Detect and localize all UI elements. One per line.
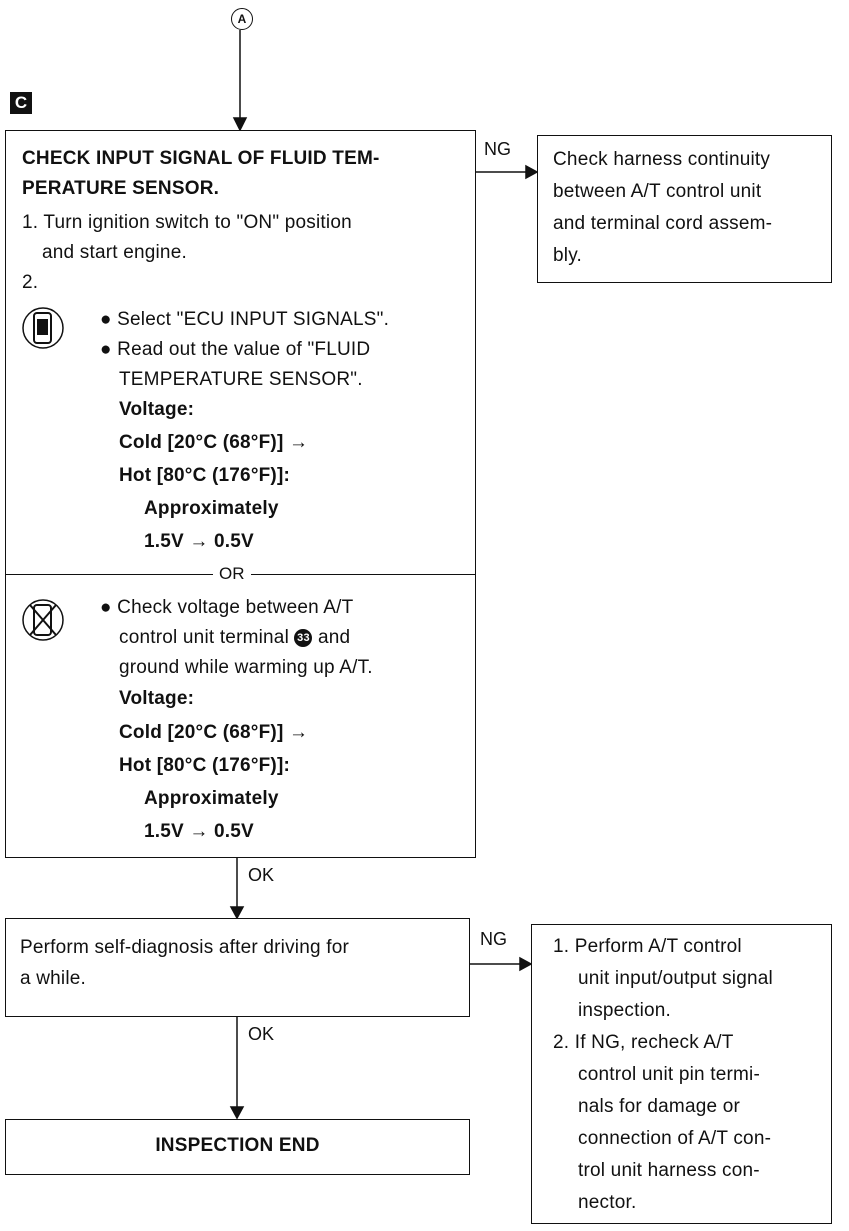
ng-box-2-line-6: nals for damage or [578,1096,741,1117]
check-title-line-2: PERATURE SENSOR. [22,178,220,199]
check-title-line-1: CHECK INPUT SIGNAL OF FLUID TEM- [22,148,380,169]
self-diagnosis-box [5,918,470,1017]
or-label: OR [213,562,251,586]
ng-label-2: NG [480,929,507,949]
ng-box-1-line-2: between A/T control unit [553,181,762,202]
terminal-33-marker: 33 [294,628,313,647]
ng-box-2-line-4: 2. If NG, recheck A/T [553,1032,734,1053]
inspection-end-box [5,1119,470,1175]
consult-spec-voltage: Voltage: [119,399,195,420]
ok-label-1: OK [248,865,275,885]
tester-spec-cold: Cold [20°C (68°F)] → [119,722,309,743]
ok-label-2: OK [248,1024,275,1044]
arrowhead-ok-2 [229,1106,245,1120]
step2-label: 2. [22,272,39,293]
arrowhead-ng-2 [519,956,533,972]
tester-spec-hot: Hot [80°C (176°F)]: [119,755,291,776]
consult-spec-hot: Hot [80°C (176°F)]: [119,465,291,486]
ng-box-2-line-8: trol unit harness con- [578,1160,760,1181]
ng-box-2-line-9: nector. [578,1192,637,1213]
ng-box-io-inspection [531,924,832,1224]
ng-box-1-line-1: Check harness continuity [553,149,771,170]
tester-bullet-1: ● Check voltage between A/T [100,597,354,618]
tester-spec-voltage: Voltage: [119,688,195,709]
tester-spec-approx: Approximately [144,788,279,809]
inspection-end-label: INSPECTION END [155,1135,320,1156]
ng-box-2-line-1: 1. Perform A/T control [553,936,742,957]
consult-bullet-1: ● Select "ECU INPUT SIGNALS". [100,309,390,330]
arrowhead-ok-1 [229,906,245,920]
arrowhead-ng-1 [525,164,539,180]
ng-label-1: NG [484,139,511,159]
ng-box-2-line-2: unit input/output signal [578,968,773,989]
selfdiag-line-1: Perform self-diagnosis after driving for [20,937,350,958]
tester-bullet-line-2: control unit terminal 33 and [119,627,351,648]
ng-box-2-line-5: control unit pin termi- [578,1064,761,1085]
selfdiag-line-2: a while. [20,968,87,989]
tester-bullet-line-3: ground while warming up A/T. [119,657,373,678]
consult-spec-value: 1.5V → 0.5V [144,531,254,552]
check-fluid-temp-box [5,130,476,858]
arrowhead-a [232,117,248,132]
section-badge: C [10,92,32,114]
consult-bullet-2-cont: TEMPERATURE SENSOR". [119,369,363,390]
consult-bullet-2: ● Read out the value of "FLUID [100,339,371,360]
consult-tool-icon [22,307,64,349]
step1-line-2: and start engine. [42,242,187,263]
consult-spec-approx: Approximately [144,498,279,519]
no-tool-icon [22,599,64,641]
tester-spec-value: 1.5V → 0.5V [144,821,254,842]
ng-box-2-line-3: inspection. [578,1000,672,1021]
ng-box-2-line-7: connection of A/T con- [578,1128,772,1149]
connector-a-marker: A [231,8,253,30]
step1-line-1: 1. Turn ignition switch to "ON" position [22,212,352,233]
ng-box-1-line-3: and terminal cord assem- [553,213,773,234]
ng-box-harness [537,135,832,283]
ng-box-1-line-4: bly. [553,245,582,266]
consult-spec-cold: Cold [20°C (68°F)] → [119,432,309,453]
